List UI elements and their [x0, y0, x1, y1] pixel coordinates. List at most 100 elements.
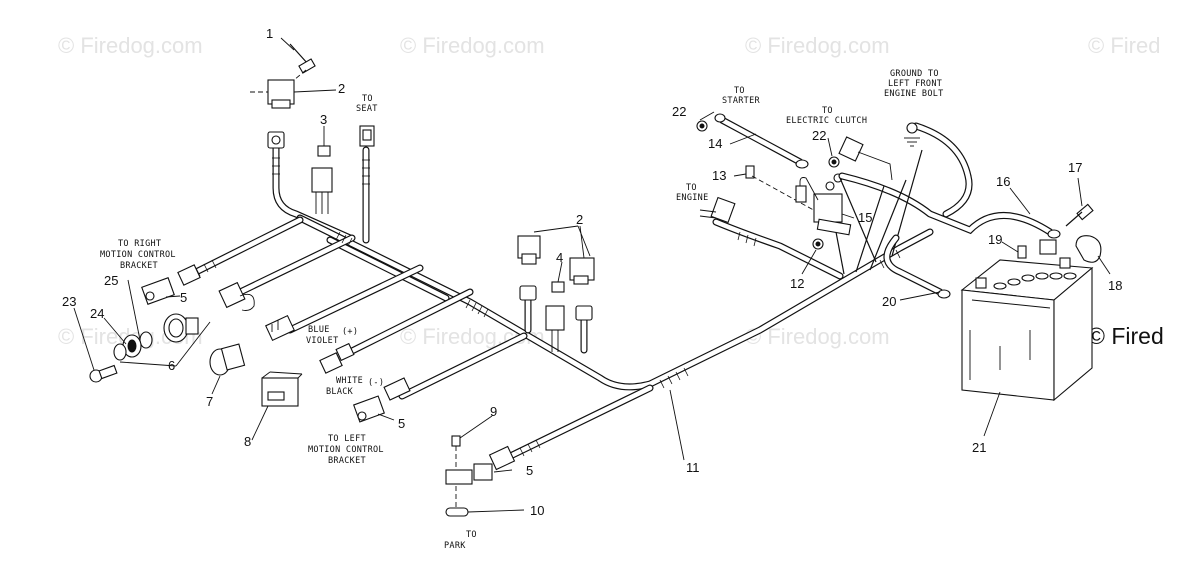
- label-white: WHITE: [336, 376, 363, 386]
- watermark: © Firedog.com: [745, 33, 890, 58]
- part-22-nut-top: [696, 120, 708, 132]
- label-ground-line1: GROUND TO: [890, 69, 939, 79]
- callout-14: 14: [708, 136, 722, 151]
- part-16-positive-cable: [838, 172, 1061, 239]
- part-8-hour-meter: [261, 371, 303, 407]
- callout-8: 8: [244, 434, 251, 449]
- callout-5: 5: [180, 290, 187, 305]
- watermark: © Firedog.com: [58, 33, 203, 58]
- part-6-ignition-switch: [113, 313, 211, 367]
- callout-3: 3: [320, 112, 327, 127]
- solenoid-wires: [835, 149, 923, 275]
- label-ground-line3: ENGINE BOLT: [884, 89, 944, 99]
- label-to-seat-line2: SEAT: [356, 104, 378, 114]
- right-motion-connector: [177, 264, 201, 286]
- part-20-negative-cable: [883, 234, 951, 299]
- label-right-motion-line3: BRACKET: [120, 261, 158, 271]
- key-switch-plug: [218, 281, 255, 311]
- callout-9: 9: [490, 404, 497, 419]
- part-18-terminal-cover: [1075, 235, 1102, 263]
- label-to-starter-line2: STARTER: [722, 96, 761, 106]
- label-left-motion-line1: TO LEFT: [328, 434, 366, 444]
- part-9-screw: [451, 435, 461, 470]
- clutch-connector: [838, 136, 893, 181]
- main-harness: [184, 144, 934, 466]
- part-5-park-switch: [445, 445, 516, 485]
- part-15-solenoid: [795, 173, 852, 236]
- part-2-relay-top: [250, 79, 337, 109]
- callout-19: 19: [988, 232, 1002, 247]
- callout-numbers: 1 2 3 2 4 5 5 5 6 7 8 9 10 11 12 13 14 1…: [62, 26, 1122, 518]
- seat-connector: [359, 125, 375, 147]
- callout-24: 24: [90, 306, 104, 321]
- part-3-fuse: [311, 145, 333, 214]
- part-19-screw: [1017, 239, 1057, 259]
- part-14-starter-cable: [714, 113, 809, 169]
- label-to-engine-line2: ENGINE: [676, 193, 709, 203]
- part-4-fuse-holder: [545, 281, 565, 352]
- callout-18: 18: [1108, 278, 1122, 293]
- callout-15: 15: [858, 210, 872, 225]
- label-plus: (+): [342, 327, 358, 337]
- callout-25: 25: [104, 273, 118, 288]
- label-blue: BLUE: [308, 325, 330, 335]
- ground-cable: [904, 122, 973, 218]
- callout-5: 5: [526, 463, 533, 478]
- label-black: BLACK: [326, 387, 354, 397]
- part-7-switch: [209, 343, 246, 376]
- callout-7: 7: [206, 394, 213, 409]
- top-connector-left: [267, 131, 285, 149]
- label-to-park-line1: TO: [466, 530, 477, 540]
- callout-16: 16: [996, 174, 1010, 189]
- label-to-park-line2: PARK: [444, 541, 466, 551]
- callout-10: 10: [530, 503, 544, 518]
- callout-6: 6: [168, 358, 175, 373]
- part-10-clip: [445, 486, 469, 517]
- callout-17: 17: [1068, 160, 1082, 175]
- callout-4: 4: [556, 250, 563, 265]
- callout-2: 2: [338, 81, 345, 96]
- label-left-motion-line3: BRACKET: [328, 456, 366, 466]
- label-clutch-line2: ELECTRIC CLUTCH: [786, 116, 867, 126]
- engine-connector: [699, 196, 736, 224]
- callout-2: 2: [576, 212, 583, 227]
- callout-11: 11: [686, 460, 700, 475]
- part-2-relays-center: [517, 225, 595, 285]
- callout-13: 13: [712, 168, 726, 183]
- callout-5: 5: [398, 416, 405, 431]
- label-ground-line2: LEFT FRONT: [888, 79, 942, 89]
- callout-20: 20: [882, 294, 896, 309]
- watermark: © Fired: [1088, 33, 1160, 58]
- watermark-edge: © Fired: [1088, 323, 1164, 349]
- leader-lines: [73, 37, 1111, 513]
- label-minus: (-): [368, 378, 384, 388]
- label-violet: VIOLET: [306, 336, 339, 346]
- label-clutch-line1: TO: [822, 106, 833, 116]
- callout-23: 23: [62, 294, 76, 309]
- part-12-nut: [812, 238, 824, 250]
- part-17-screw: [1065, 203, 1094, 227]
- text-labels: TO SEAT TO RIGHT MOTION CONTROL BRACKET …: [100, 69, 944, 551]
- part-5-switch-lower: [353, 377, 411, 423]
- part-1-screw: [289, 43, 316, 81]
- part-5-switch-upper: [141, 277, 175, 305]
- part-23-key: [89, 364, 118, 383]
- callout-12: 12: [790, 276, 804, 291]
- watermark: © Firedog.com: [400, 33, 545, 58]
- label-to-starter-line1: TO: [734, 86, 745, 96]
- part-21-battery: [960, 257, 1094, 402]
- blue-violet-plug: [265, 314, 295, 342]
- callout-22: 22: [672, 104, 686, 119]
- label-left-motion-line2: MOTION CONTROL: [308, 445, 384, 455]
- callout-21: 21: [972, 440, 986, 455]
- label-to-seat-line1: TO: [362, 94, 373, 104]
- label-right-motion-line1: TO RIGHT: [118, 239, 161, 249]
- part-22-nut-mid: [828, 156, 840, 168]
- callout-1: 1: [266, 26, 273, 41]
- label-to-engine-line1: TO: [686, 183, 697, 193]
- label-right-motion-line2: MOTION CONTROL: [100, 250, 176, 260]
- relay-plugs-center: [519, 285, 593, 321]
- callout-22: 22: [812, 128, 826, 143]
